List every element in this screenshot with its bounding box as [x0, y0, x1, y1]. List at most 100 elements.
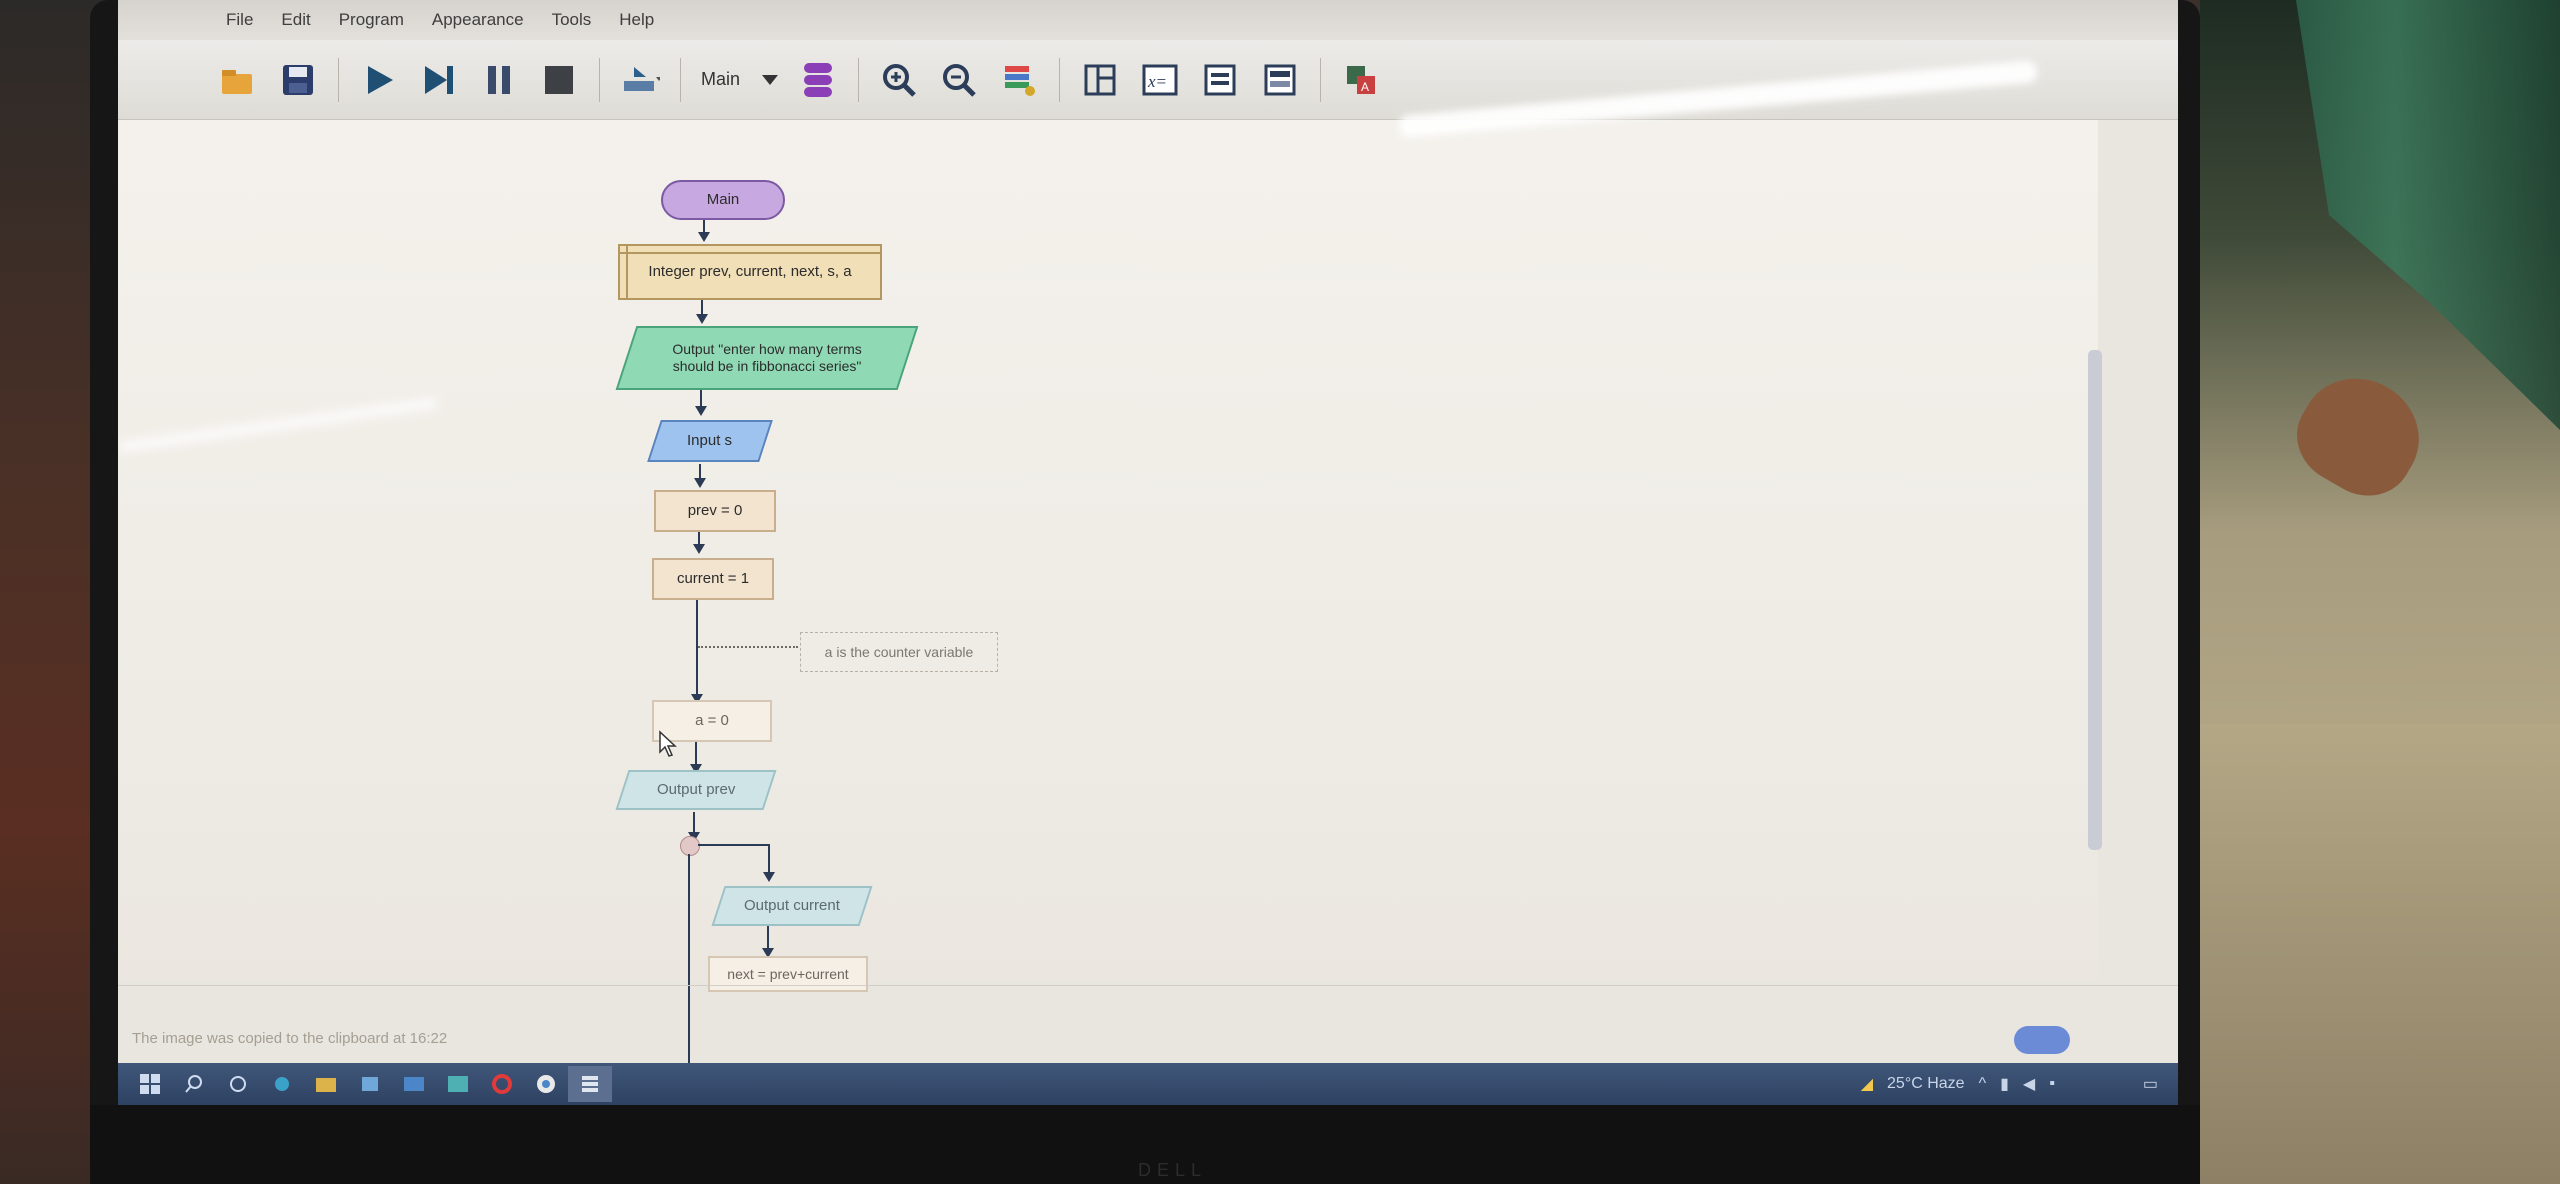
comment-node[interactable]: a is the counter variable: [800, 632, 998, 672]
menu-edit[interactable]: Edit: [281, 10, 311, 29]
flowgorithm-taskbar-icon[interactable]: [568, 1066, 612, 1102]
speed-slider-icon[interactable]: [620, 60, 660, 100]
console-icon[interactable]: [1200, 60, 1240, 100]
function-select-value: Main: [701, 69, 741, 89]
split-view-icon[interactable]: [1080, 60, 1120, 100]
mail-icon[interactable]: [392, 1066, 436, 1102]
chevron-down-icon: [762, 74, 779, 85]
toolbar-separator: [1059, 57, 1061, 102]
toolbar-separator: [680, 57, 681, 102]
output-prev-label: Output prev: [656, 781, 736, 798]
step-icon[interactable]: [419, 60, 459, 100]
app-icon[interactable]: [436, 1066, 480, 1102]
connector: [700, 390, 702, 414]
vertical-scrollbar[interactable]: [2088, 350, 2102, 850]
output-current-node[interactable]: Output current: [711, 886, 873, 926]
connector-arrow: [698, 232, 710, 242]
laptop-base: [90, 1105, 2200, 1184]
connector: [767, 926, 769, 956]
connector-arrow: [695, 406, 707, 416]
connector: [695, 742, 697, 772]
declare-label: Integer prev, current, next, s, a: [648, 263, 852, 280]
toolbar-separator: [338, 57, 339, 102]
variable-watch-icon[interactable]: x=: [1140, 60, 1180, 100]
language-icon[interactable]: ▪: [2049, 1075, 2055, 1092]
loop-return-line: [688, 854, 690, 1104]
assign-current-label: current = 1: [676, 570, 750, 587]
start-terminal[interactable]: Main: [661, 180, 785, 220]
search-icon[interactable]: [172, 1066, 216, 1102]
run-icon[interactable]: [359, 60, 399, 100]
pause-icon[interactable]: [479, 60, 519, 100]
menu-appearance[interactable]: Appearance: [431, 10, 524, 29]
store-icon[interactable]: [348, 1066, 392, 1102]
menu-tools[interactable]: Tools: [551, 10, 592, 29]
zoom-out-icon[interactable]: [939, 60, 979, 100]
menu-file[interactable]: File: [226, 10, 254, 29]
connector-arrow: [693, 544, 705, 554]
assign-a-label: a = 0: [695, 712, 729, 729]
assign-next-node[interactable]: next = prev+current: [708, 956, 868, 992]
cortana-icon[interactable]: [216, 1066, 260, 1102]
notification-pill[interactable]: [2014, 1026, 2070, 1054]
weather-text[interactable]: 25°C Haze: [1887, 1075, 1965, 1092]
status-divider: [118, 985, 2178, 986]
zoom-in-icon[interactable]: [879, 60, 919, 100]
volume-icon[interactable]: ◀: [2022, 1076, 2036, 1093]
connector-arrow: [696, 314, 708, 324]
connector: [698, 530, 700, 552]
screen: File Edit Program Appearance Tools Help: [118, 0, 2178, 1105]
toolbar-separator: [1320, 57, 1322, 102]
declare-node[interactable]: Integer prev, current, next, s, a: [618, 244, 882, 300]
mouse-cursor-icon: [659, 730, 677, 757]
comment-link: [698, 646, 798, 648]
assign-prev-node[interactable]: prev = 0: [654, 490, 776, 532]
loop-line-down: [768, 844, 770, 880]
variables-icon[interactable]: [798, 60, 838, 100]
connector-arrow: [690, 764, 702, 774]
output-prev-node[interactable]: Output prev: [615, 770, 777, 810]
connector: [703, 216, 705, 240]
assign-a-node[interactable]: a = 0: [652, 700, 772, 742]
chrome-icon[interactable]: [524, 1066, 568, 1102]
output-current-label: Output current: [744, 897, 840, 914]
connector: [696, 600, 698, 700]
assign-next-label: next = prev+current: [727, 965, 849, 982]
save-icon[interactable]: [278, 60, 318, 100]
loop-connector: [680, 836, 700, 856]
menu-program[interactable]: Program: [338, 10, 404, 29]
start-label: Main: [706, 191, 740, 208]
layout-icon[interactable]: [999, 60, 1039, 100]
svg-text:x=: x=: [1147, 72, 1167, 91]
assign-current-node[interactable]: current = 1: [652, 558, 774, 600]
open-icon[interactable]: [218, 60, 258, 100]
windows-start-icon[interactable]: [128, 1066, 172, 1102]
status-message: The image was copied to the clipboard at…: [132, 1030, 448, 1047]
stop-icon[interactable]: [539, 60, 579, 100]
translate-icon[interactable]: A: [1341, 60, 1381, 100]
connector: [701, 298, 703, 322]
svg-text:A: A: [1361, 80, 1369, 94]
notification-icon[interactable]: ▭: [2142, 1076, 2158, 1093]
menu-bar: File Edit Program Appearance Tools Help: [118, 0, 2178, 40]
flowchart: Main Integer prev, current, next, s, a O…: [118, 120, 2098, 1104]
input-label: Input s: [687, 432, 733, 449]
opera-icon[interactable]: [480, 1066, 524, 1102]
comment-label: a is the counter variable: [824, 643, 974, 660]
menu-help[interactable]: Help: [619, 10, 655, 29]
laptop-brand-logo: DELL: [1138, 1160, 1208, 1180]
loop-line-right: [698, 844, 770, 846]
taskbar: ◢ 25°C Haze ^ ▮ ◀ ▪ ▭: [118, 1063, 2178, 1105]
function-select[interactable]: Main: [701, 69, 779, 90]
assign-prev-label: prev = 0: [687, 502, 743, 519]
file-explorer-icon[interactable]: [304, 1066, 348, 1102]
toolbar-separator: [599, 57, 600, 102]
network-icon[interactable]: ▮: [2000, 1076, 2009, 1093]
output-icon[interactable]: [1260, 60, 1300, 100]
tray-chevron-icon[interactable]: ^: [1978, 1075, 1987, 1092]
flowchart-canvas[interactable]: Main Integer prev, current, next, s, a O…: [118, 120, 2102, 1104]
output-prompt-node[interactable]: Output "enter how many terms should be i…: [615, 326, 919, 390]
task-view-icon[interactable]: [260, 1066, 304, 1102]
input-node[interactable]: Input s: [647, 420, 773, 462]
connector: [693, 812, 695, 840]
